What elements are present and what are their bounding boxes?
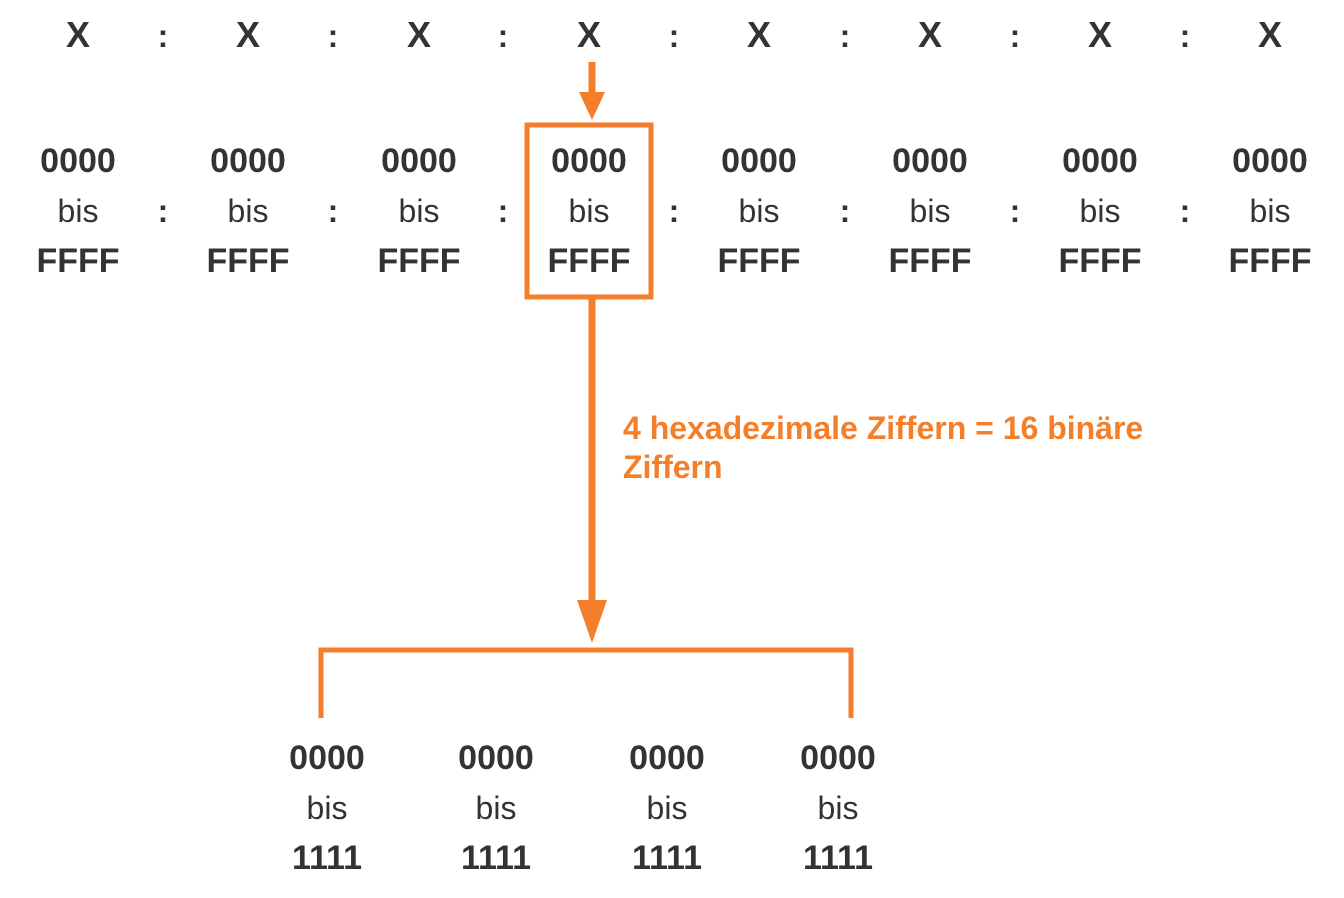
range-end: 1111: [631, 839, 703, 877]
colon-separator: :: [1009, 193, 1021, 229]
range-end: 1111: [291, 839, 363, 877]
range-word: bis: [646, 790, 688, 826]
colon-separator: :: [668, 18, 680, 54]
range-end: FFFF: [1058, 242, 1142, 280]
range-word: bis: [1249, 193, 1291, 229]
range-start: 0000: [1062, 142, 1138, 180]
top-arrow-head: [579, 92, 605, 120]
bracket: [318, 647, 854, 718]
hextet-range: 0000 bis FFFF: [717, 144, 800, 278]
colon-separator: :: [1009, 18, 1021, 54]
label-line-2: Ziffern: [623, 449, 723, 485]
range-start: 0000: [458, 739, 534, 777]
nibble-range: 0000 bis 1111: [289, 741, 365, 875]
hextet-placeholder: X: [65, 14, 91, 55]
hextet-range-highlighted: 0000 bis FFFF: [547, 144, 630, 278]
range-start: 0000: [800, 739, 876, 777]
hextet-range: 0000 bis FFFF: [888, 144, 971, 278]
hextet-range: 0000 bis FFFF: [377, 144, 460, 278]
range-word: bis: [568, 193, 610, 229]
long-arrow-head: [577, 600, 607, 643]
hextet-placeholder: X: [746, 14, 772, 55]
colon-separator: :: [327, 193, 339, 229]
range-word: bis: [227, 193, 269, 229]
range-start: 0000: [40, 142, 116, 180]
nibble-range: 0000 bis 1111: [458, 741, 534, 875]
range-end: FFFF: [547, 242, 631, 280]
range-start: 0000: [721, 142, 797, 180]
hextet-placeholder: X: [406, 14, 432, 55]
colon-separator: :: [327, 18, 339, 54]
hextet-placeholder: X: [917, 14, 943, 55]
hextet-placeholder: X: [576, 14, 602, 55]
hextet-range: 0000 bis FFFF: [36, 144, 119, 278]
range-word: bis: [1079, 193, 1121, 229]
range-end: FFFF: [1228, 242, 1312, 280]
range-word: bis: [306, 790, 348, 826]
range-word: bis: [738, 193, 780, 229]
range-end: FFFF: [206, 242, 290, 280]
nibble-range: 0000 bis 1111: [629, 741, 705, 875]
hextet-range: 0000 bis FFFF: [1058, 144, 1141, 278]
range-start: 0000: [210, 142, 286, 180]
hextet-placeholder: X: [1087, 14, 1113, 55]
colon-separator: :: [497, 193, 509, 229]
range-end: FFFF: [717, 242, 801, 280]
range-end: FFFF: [377, 242, 461, 280]
range-start: 0000: [1232, 142, 1308, 180]
colon-separator: :: [157, 18, 169, 54]
colon-separator: :: [157, 193, 169, 229]
range-end: 1111: [802, 839, 874, 877]
range-end: FFFF: [36, 242, 120, 280]
range-start: 0000: [629, 739, 705, 777]
colon-separator: :: [839, 18, 851, 54]
hextet-range: 0000 bis FFFF: [206, 144, 289, 278]
colon-separator: :: [668, 193, 680, 229]
hextet-range: 0000 bis FFFF: [1228, 144, 1311, 278]
range-end: 1111: [460, 839, 532, 877]
range-start: 0000: [892, 142, 968, 180]
colon-separator: :: [839, 193, 851, 229]
hextet-placeholder: X: [1257, 14, 1283, 55]
colon-separator: :: [497, 18, 509, 54]
range-word: bis: [398, 193, 440, 229]
range-start: 0000: [551, 142, 627, 180]
hextet-placeholder: X: [235, 14, 261, 55]
hex-to-binary-label: 4 hexadezimale Ziffern = 16 binäre Ziffe…: [623, 409, 1143, 487]
range-word: bis: [817, 790, 859, 826]
range-start: 0000: [381, 142, 457, 180]
range-start: 0000: [289, 739, 365, 777]
colon-separator: :: [1179, 18, 1191, 54]
range-word: bis: [57, 193, 99, 229]
colon-separator: :: [1179, 193, 1191, 229]
range-word: bis: [475, 790, 517, 826]
label-line-1: 4 hexadezimale Ziffern = 16 binäre: [623, 410, 1144, 446]
range-word: bis: [909, 193, 951, 229]
range-end: FFFF: [888, 242, 972, 280]
nibble-range: 0000 bis 1111: [800, 741, 876, 875]
